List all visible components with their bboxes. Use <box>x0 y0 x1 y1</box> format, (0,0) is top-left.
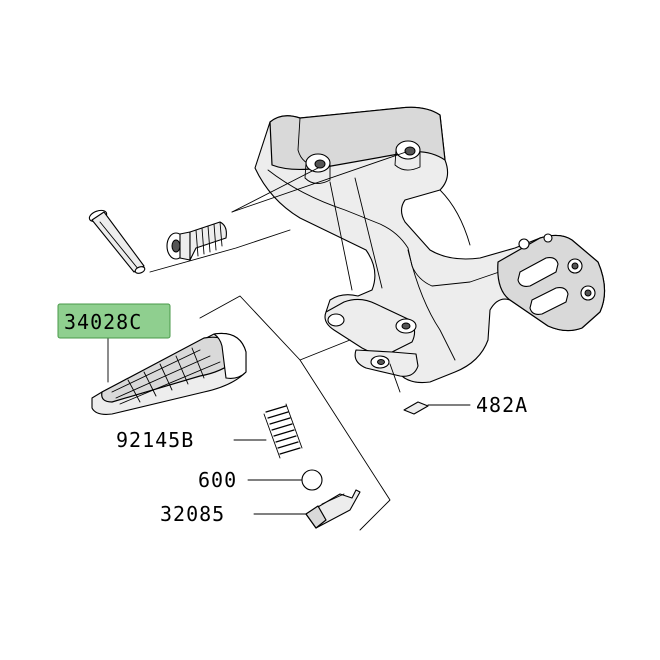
label-34028c[interactable]: 34028C <box>64 310 142 334</box>
label-92145b[interactable]: 92145B <box>116 428 194 452</box>
leader-lines <box>107 337 307 515</box>
assembly-guide-lines <box>149 151 407 531</box>
pivot-pin <box>88 209 146 274</box>
label-600[interactable]: 600 <box>198 468 237 492</box>
footpeg-bracket <box>254 106 606 384</box>
spring-92145b <box>263 403 303 459</box>
threaded-bolt <box>166 221 227 261</box>
footpeg-grip-pattern <box>111 347 221 405</box>
part-labels: 34028C 482A 92145B 600 32085 <box>57 303 528 526</box>
label-482a[interactable]: 482A <box>476 393 528 417</box>
footpeg <box>91 332 247 415</box>
ball-600 <box>301 469 323 491</box>
label-32085[interactable]: 32085 <box>160 502 225 526</box>
clip-482a <box>403 401 471 415</box>
plate-32085 <box>305 489 361 529</box>
highlight-box-34028c <box>57 303 171 339</box>
